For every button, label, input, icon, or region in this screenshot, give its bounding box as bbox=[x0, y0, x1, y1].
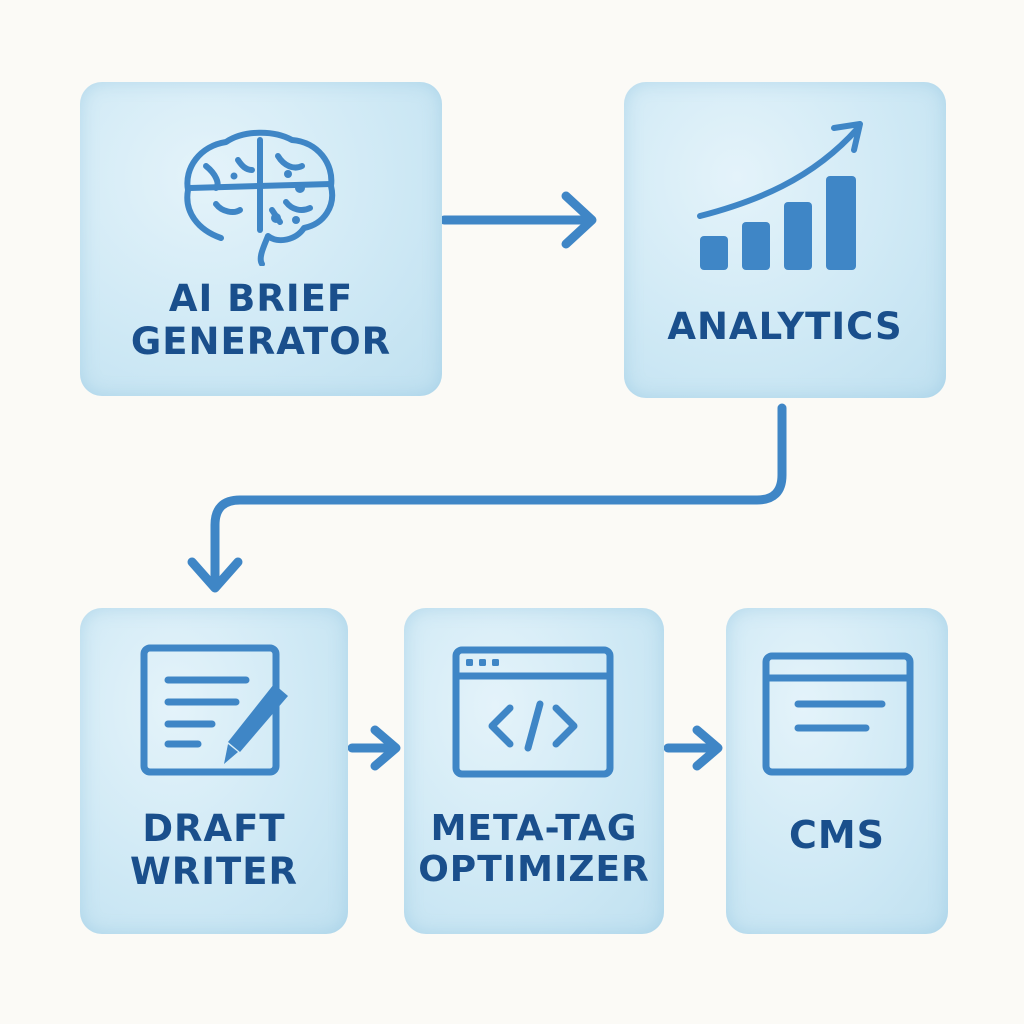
bar-chart-trend-icon bbox=[697, 121, 863, 270]
edge-analytics-to-draft-writer bbox=[187, 403, 787, 593]
edge-ai-brief-generator-to-analytics bbox=[439, 191, 597, 249]
browser-window-icon bbox=[762, 652, 914, 776]
brain-icon bbox=[184, 129, 336, 266]
node-meta-tag-optimizer-label: META-TAG OPTIMIZER bbox=[404, 808, 664, 891]
node-analytics: ANALYTICS bbox=[624, 82, 946, 398]
node-cms: CMS bbox=[726, 608, 948, 934]
label-line: CMS bbox=[788, 813, 886, 857]
node-ai-brief-generator: AI BRIEF GENERATOR bbox=[80, 82, 442, 396]
label-line: DRAFT bbox=[142, 807, 286, 850]
edge-draft-writer-to-meta-tag-optimizer bbox=[347, 725, 401, 771]
label-line: WRITER bbox=[129, 849, 299, 893]
label-line: AI BRIEF bbox=[168, 277, 354, 320]
node-draft-writer: DRAFT WRITER bbox=[80, 608, 348, 934]
node-ai-brief-generator-label: AI BRIEF GENERATOR bbox=[80, 277, 442, 363]
edge-meta-tag-optimizer-to-cms bbox=[663, 725, 723, 771]
node-meta-tag-optimizer: META-TAG OPTIMIZER bbox=[404, 608, 664, 934]
code-window-icon bbox=[452, 646, 614, 778]
label-line: GENERATOR bbox=[130, 319, 392, 363]
node-analytics-label: ANALYTICS bbox=[624, 305, 946, 349]
document-pen-icon bbox=[140, 644, 288, 776]
label-line: ANALYTICS bbox=[667, 305, 903, 348]
label-line: OPTIMIZER bbox=[418, 849, 650, 891]
label-line: META-TAG bbox=[430, 808, 638, 849]
node-draft-writer-label: DRAFT WRITER bbox=[80, 807, 348, 893]
node-cms-label: CMS bbox=[726, 813, 948, 858]
